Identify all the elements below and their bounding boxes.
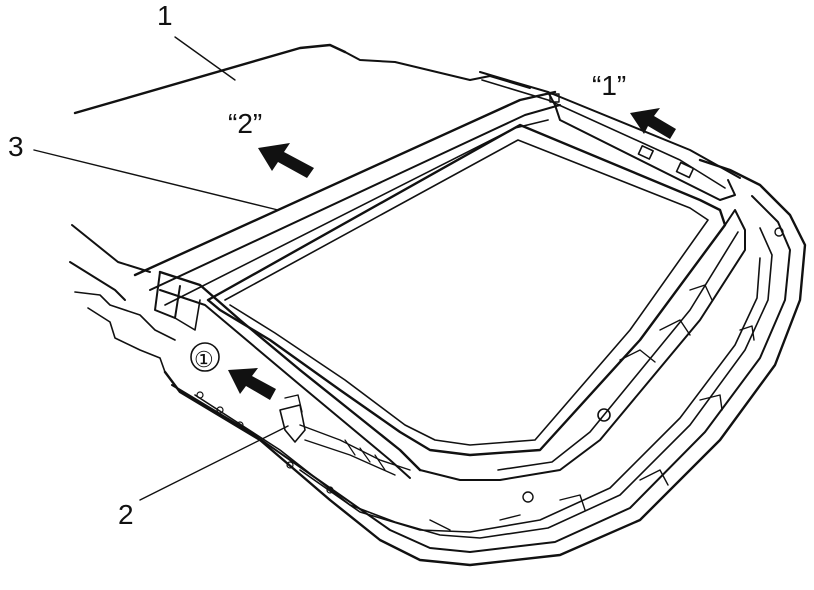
roof-left-edge xyxy=(69,224,176,373)
glass-panel xyxy=(73,43,531,115)
callout-part-2: 2 xyxy=(118,499,134,530)
circled-number-icon xyxy=(190,342,220,372)
sunshade-frame xyxy=(133,90,746,481)
guide-bracket xyxy=(279,394,411,476)
top-rail xyxy=(479,71,741,189)
direction-label-1: “1” xyxy=(592,70,626,101)
callout-step-1: ① xyxy=(194,347,214,372)
callout-part-1: 1 xyxy=(157,0,173,31)
outer-frame xyxy=(163,158,807,567)
direction-label-2: “2” xyxy=(228,108,262,139)
leader-lines xyxy=(33,36,289,501)
arrow-icon xyxy=(228,108,676,400)
callout-part-3: 3 xyxy=(8,131,24,162)
